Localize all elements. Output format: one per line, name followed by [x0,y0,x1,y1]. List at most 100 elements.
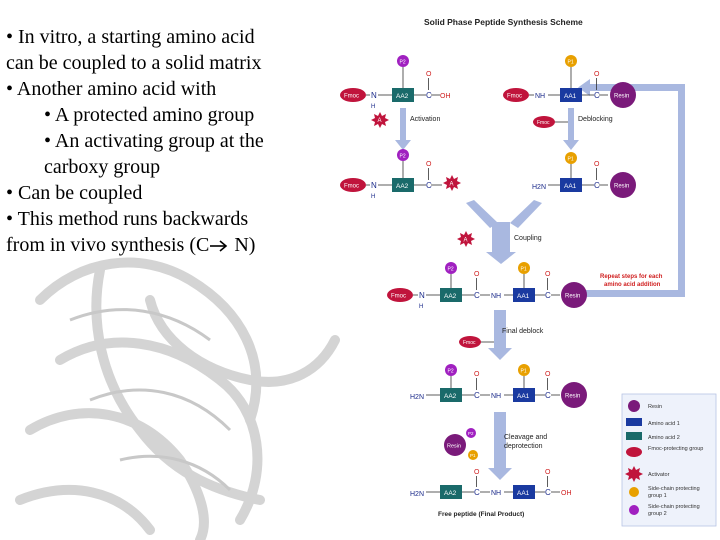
aa2-box [392,88,414,102]
bullet-2b-line-2: carboxy group [44,156,161,178]
o-label: O [545,271,551,278]
o-label: O [426,161,432,168]
o-label: O [545,469,551,476]
legend-p2-label: Side-chain protecting group 2 [648,504,700,517]
fmoc-shape [340,88,366,102]
o-label: O [474,469,480,476]
final-deblock-arrow [488,348,512,360]
p2-label: P2 [468,431,474,436]
resin-label: Resin [447,444,461,450]
deblocking-label: Deblocking [578,116,613,123]
bullet-list: • In vitro, a starting amino acid can be… [6,24,336,258]
o-label: O [594,71,600,78]
o-label: O [594,161,600,168]
repeat-label-2: amino acid addition [604,282,661,288]
h2n-label: H2N [410,491,424,498]
diagram-title: Solid Phase Peptide Synthesis Scheme [424,17,583,27]
legend-resin-swatch [628,400,640,412]
legend-fmoc-label: Fmoc-protecting group [648,446,704,452]
cleaved-resin-shape [444,434,466,456]
fmoc-label: Fmoc [463,340,476,346]
p1-label: P1 [470,453,476,458]
fmoc-label: Fmoc [344,94,359,100]
fmoc-label: Fmoc [391,294,406,300]
o-label: O [545,371,551,378]
bullet-4-line-2: from in vivo synthesis (C N) [6,232,336,258]
c-label: C [545,391,551,400]
aa2-label: AA2 [396,93,409,100]
o-label: O [474,271,480,278]
h2n-label: H2N [410,394,424,401]
p1-label: P1 [521,267,527,273]
h-label: H [371,194,375,200]
resin-label: Resin [614,184,629,190]
h2n-label: H2N [532,184,546,191]
legend-fmoc-swatch [626,447,642,457]
oh-label: OH [440,93,451,100]
p2-hex [397,55,409,67]
bullet-4-text-a: from in vivo synthesis (C [6,234,210,256]
c-label: C [474,291,480,300]
bullet-2b-line-1: • An activating group at the [44,130,264,152]
fmoc-label: Fmoc [507,94,522,100]
c-label: C [426,181,432,190]
right-row-1: P1 Fmoc NH AA1 C O Resin [503,55,636,108]
aa2-label: AA2 [396,183,409,190]
p1-label: P1 [568,157,574,163]
nh-label: NH [491,293,501,300]
coupling-label: Coupling [514,235,542,242]
nh-label: NH [491,393,501,400]
c-label: C [545,488,551,497]
p2-label: P2 [400,60,406,66]
protein-ribbon-watermark [15,257,340,540]
legend-aa1-swatch [626,418,642,426]
legend-resin-label: Resin [648,404,662,410]
n-label: N [371,91,377,100]
p2-label: P2 [448,267,454,273]
p2-label: P2 [448,369,454,375]
o-label: O [426,71,432,78]
fmoc-label: Fmoc [344,184,359,190]
aa1-label: AA1 [517,293,530,300]
repeat-loop-arrow [578,79,685,297]
legend-aa2-swatch [626,432,642,440]
spps-diagram: Solid Phase Peptide Synthesis Scheme Rep… [340,17,717,527]
p1-label: P1 [521,369,527,375]
c-label: C [594,91,600,100]
cleavage-label-1: Cleavage and [504,434,547,441]
resin-label: Resin [565,394,580,400]
aa2-label: AA2 [444,490,457,497]
dipeptide-row-1: P2 P1 Fmoc N H AA2 C O NH AA1 C O Resin [387,262,587,310]
fmoc-removed-shape [459,336,481,348]
legend-aa2-label: Amino acid 2 [648,435,680,441]
aa1-label: AA1 [517,490,530,497]
nh-label: NH [491,490,501,497]
aa1-label: AA1 [564,183,577,190]
bullet-2a: • A protected amino group [44,104,255,126]
aa1-label: AA1 [564,93,577,100]
legend-p2-swatch [629,505,639,515]
p2-label: P2 [400,154,406,160]
legend-p1-swatch [629,487,639,497]
cleaved-p1-shape [468,450,478,460]
repeat-label-1: Repeat steps for each [600,274,663,280]
final-deblock-label: Final deblock [502,328,544,335]
c-label: C [474,488,480,497]
activator-star-icon [371,112,389,128]
o-label: O [474,371,480,378]
aa1-label: AA1 [517,393,530,400]
n-label: N [371,181,377,190]
free-peptide-row: H2N AA2 C O NH AA1 C O OH [410,469,572,499]
legend-activator-label: Activator [648,472,670,478]
h-label: H [371,104,375,110]
left-row-1: P2 Fmoc N H AA2 C O OH [340,55,451,110]
activator-leaving-icon [457,231,475,247]
cleaved-p2-shape [466,428,476,438]
bullet-4-line-1: • This method runs backwards [6,208,249,230]
h-label: H [419,304,423,310]
c-label: C [426,91,432,100]
fmoc-label: Fmoc [537,120,550,126]
aa2-label: AA2 [444,293,457,300]
n-label: N [419,291,425,300]
coupling-merge-arrow [466,200,542,264]
